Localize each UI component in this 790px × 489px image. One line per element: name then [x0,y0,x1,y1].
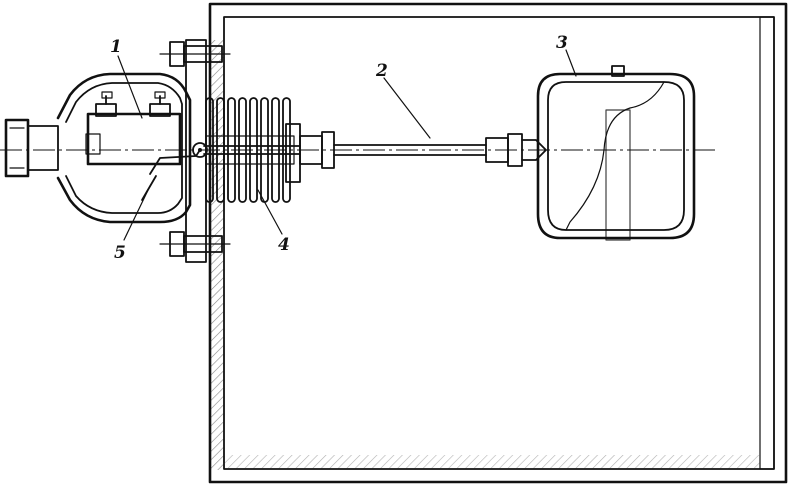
bellows-fold [271,97,280,203]
rod [333,133,547,167]
bellows-fold [227,97,236,203]
lever [141,142,208,201]
float [536,65,696,241]
bellows-fold [282,97,291,203]
tank [208,2,788,484]
label-part-3: 3 [556,33,568,53]
leader-lines [117,49,577,241]
flange-bolt-bottom [159,231,231,257]
bellows-fold [249,97,258,203]
label-part-5: 5 [114,243,126,263]
bellows-fold [216,97,225,203]
cable-gland [4,118,59,178]
bellows-core [205,135,295,165]
label-part-2: 2 [375,61,388,81]
bellows-fold [238,97,247,203]
bellows-end-fitting [203,123,335,183]
head-housing [56,39,231,263]
flange-bolt-top [159,41,231,67]
label-part-4: 4 [278,235,290,255]
label-part-1: 1 [110,37,122,57]
transducer-block [85,91,182,166]
